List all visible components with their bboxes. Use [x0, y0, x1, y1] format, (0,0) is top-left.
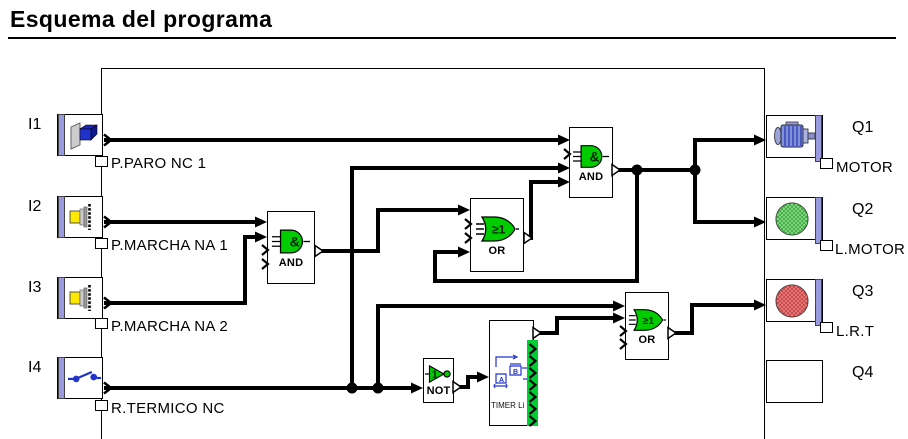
timer-icon: A B [493, 354, 530, 389]
input-rail [58, 114, 65, 156]
timer-label: TIMER Li [491, 401, 525, 410]
and-gate-icon: & [271, 228, 311, 254]
output-id-q1: Q1 [852, 119, 874, 136]
output-label-q3: L.R.T [836, 323, 875, 340]
wire-and1-or1 [317, 208, 460, 253]
output-id-q2: Q2 [852, 201, 874, 218]
green-lamp-icon [775, 202, 808, 235]
wire-i4-and2 [350, 166, 560, 388]
gate-label: OR [638, 333, 656, 346]
input-checkbox-i1[interactable] [95, 156, 108, 167]
input-label-i4: R.TERMICO NC [111, 400, 225, 417]
not-gate[interactable]: 1 NOT [423, 358, 454, 403]
junction-dots [346, 164, 701, 394]
input-block-i3[interactable] [57, 277, 103, 319]
wire-q1-branch [693, 138, 756, 170]
input-block-i2[interactable] [57, 196, 103, 238]
svg-text:1: 1 [432, 369, 438, 381]
output-block-q2[interactable] [766, 197, 823, 244]
output-rail [815, 115, 822, 162]
output-block-q3[interactable] [766, 279, 823, 326]
input-id-i1: I1 [28, 116, 42, 133]
input-label-i1: P.PARO NC 1 [111, 155, 207, 172]
motor-icon [773, 121, 815, 147]
output-label-q2: L.MOTOR [835, 241, 906, 258]
input-label-i2: P.MARCHA NA 1 [111, 237, 229, 254]
pushbutton-icon [69, 204, 91, 230]
input-rail [58, 277, 65, 319]
output-block-q1[interactable] [766, 115, 823, 162]
input-rail [58, 196, 65, 238]
gate-label: AND [278, 256, 304, 269]
gate-output-chevrons [314, 163, 678, 394]
svg-text:≥1: ≥1 [643, 315, 655, 326]
input-checkbox-i3[interactable] [95, 318, 108, 329]
wire-timer-or2 [535, 316, 615, 335]
gate-label: AND [578, 170, 604, 183]
input-block-i4[interactable] [57, 357, 103, 399]
svg-text:B: B [513, 369, 518, 376]
output-label-q1: MOTOR [836, 159, 894, 176]
output-rail [815, 279, 822, 326]
output-id-q3: Q3 [852, 283, 874, 300]
thermal-contact-icon [67, 370, 102, 383]
output-checkbox-q1[interactable] [820, 158, 833, 169]
and-gate-2[interactable]: & AND [569, 127, 613, 198]
input-id-i2: I2 [28, 198, 42, 215]
input-id-i3: I3 [28, 279, 42, 296]
gate-label: OR [488, 244, 506, 257]
input-label-i3: P.MARCHA NA 2 [111, 318, 229, 335]
page-title: Esquema del programa [10, 6, 273, 32]
wire-arrowheads [255, 134, 766, 394]
or-gate-icon: ≥1 [628, 308, 666, 331]
output-id-q4: Q4 [852, 364, 874, 381]
svg-text:A: A [499, 377, 504, 384]
wire-feedback-and2-or1 [433, 170, 639, 283]
wire-or2-q3 [671, 303, 756, 335]
title-underline [8, 37, 896, 39]
or-gate-icon: ≥1 [476, 215, 519, 242]
output-rail [815, 197, 822, 244]
gate-label: NOT [426, 385, 451, 397]
and-gate-icon: & [573, 144, 609, 168]
wire-i3-and1 [104, 235, 257, 305]
svg-text:≥1: ≥1 [492, 222, 506, 236]
output-block-q4[interactable] [766, 360, 823, 403]
unused-input-chevrons [261, 148, 628, 350]
not-gate-icon: 1 [425, 364, 451, 384]
output-checkbox-q3[interactable] [820, 322, 833, 333]
input-rail [58, 357, 65, 399]
mushroom-button-icon [70, 122, 98, 150]
pushbutton-icon [69, 285, 91, 311]
output-checkbox-q2[interactable] [820, 240, 833, 251]
input-checkbox-i4[interactable] [95, 400, 108, 411]
svg-text:&: & [290, 234, 300, 250]
input-block-i1[interactable] [57, 114, 103, 156]
input-id-i4: I4 [28, 359, 42, 376]
wire-i4-or2 [376, 304, 615, 388]
or-gate-2[interactable]: ≥1 OR [625, 292, 669, 360]
input-output-chevrons [103, 133, 114, 395]
input-checkbox-i2[interactable] [95, 238, 108, 249]
red-lamp-icon [775, 284, 808, 317]
diagram-frame [101, 68, 765, 439]
svg-text:&: & [590, 149, 600, 164]
wire-q2-branch [693, 170, 756, 224]
timer-active-strip [527, 340, 538, 427]
